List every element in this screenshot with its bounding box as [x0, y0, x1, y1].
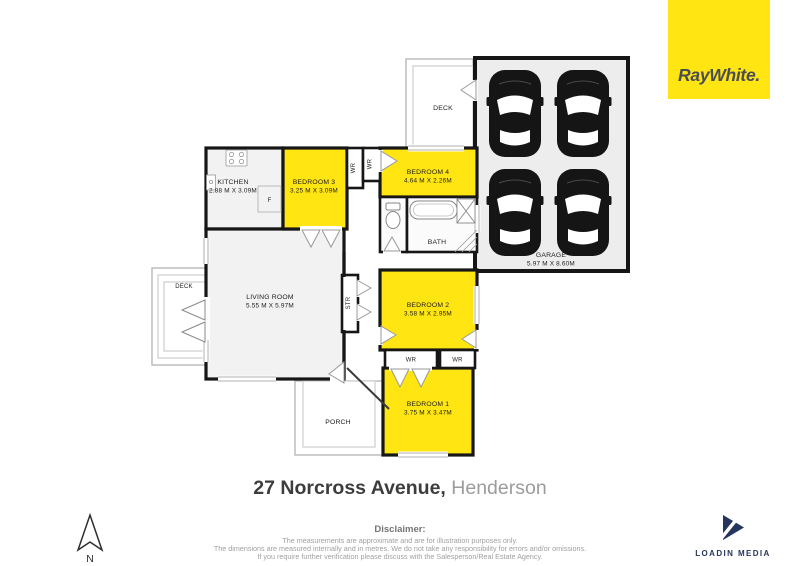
- room-living: [204, 227, 346, 381]
- raywhite-logo-text: RayWhite.: [678, 65, 760, 85]
- bedroom1-label: BEDROOM 1: [407, 401, 450, 408]
- garage-dims: 5.97 M X 8.60M: [527, 261, 575, 268]
- fixtures: [206, 149, 478, 253]
- kitchen-label: KITCHEN: [217, 179, 248, 186]
- bath-label: BATH: [428, 239, 446, 246]
- disclaimer-line: The dimensions are measured internally a…: [213, 544, 587, 554]
- loadin-media-label: LOADIN MEDIA: [695, 549, 770, 558]
- loadin-media-icon: [717, 513, 744, 543]
- sink-icon: [206, 174, 216, 191]
- str-label: STR: [346, 296, 352, 309]
- porch-label: PORCH: [325, 419, 351, 426]
- bedroom1-dims: 3.75 M X 3.47M: [404, 410, 452, 417]
- living-label: LIVING ROOM: [246, 294, 294, 301]
- living-dims: 5.55 M X 5.97M: [246, 303, 294, 310]
- bedroom3-label: BEDROOM 3: [293, 179, 336, 186]
- stove-icon: [225, 149, 248, 167]
- garage-label: GARAGE: [536, 252, 567, 259]
- wr2-label: WR: [368, 158, 374, 169]
- bedroom2-dims: 3.58 M X 2.95M: [404, 311, 452, 318]
- windows: [202, 144, 481, 459]
- address-suburb: Henderson: [451, 477, 547, 499]
- address-street: 27 Norcross Avenue,: [253, 477, 446, 499]
- fridge-label: F: [268, 198, 272, 204]
- front-door-leaf: [346, 367, 390, 410]
- deck-left-label: DECK: [175, 284, 192, 290]
- deck-top-label: DECK: [433, 105, 453, 112]
- north-label: N: [86, 553, 94, 565]
- bedroom2-label: BEDROOM 2: [407, 302, 450, 309]
- vanity-icon: [456, 198, 476, 224]
- closet-str: [340, 273, 360, 334]
- bathtub-icon: [409, 200, 458, 220]
- wr4-label: WR: [452, 358, 463, 364]
- north-compass: N: [76, 512, 104, 565]
- bedroom3-dims: 3.25 M X 3.09M: [290, 188, 338, 195]
- kitchen-dims: 2.88 M X 3.09M: [209, 188, 257, 195]
- raywhite-logo: RayWhite.: [668, 0, 770, 99]
- shower-icon: [454, 229, 478, 253]
- disclaimer-title: Disclaimer:: [374, 524, 426, 535]
- loadin-media-logo: LOADIN MEDIA: [695, 513, 770, 558]
- room-labels: KITCHEN 2.88 M X 3.09M BEDROOM 3 3.25 M …: [175, 105, 575, 426]
- disclaimer-line: If you require further verification plea…: [257, 552, 543, 562]
- wr1-label: WR: [351, 162, 357, 173]
- door-wedges: [180, 79, 477, 389]
- toilet-icon: [385, 202, 401, 229]
- bedroom4-dims: 4.64 M X 2.26M: [404, 178, 452, 185]
- bedroom4-label: BEDROOM 4: [407, 169, 450, 176]
- wr3-label: WR: [406, 358, 417, 364]
- floorplan-canvas: KITCHEN 2.88 M X 3.09M BEDROOM 3 3.25 M …: [151, 56, 630, 459]
- north-arrow-icon: [76, 512, 104, 552]
- fridge-box: [257, 185, 282, 213]
- disclaimer-block: Disclaimer: The measurements are approxi…: [0, 524, 800, 562]
- property-address: 27 Norcross Avenue, Henderson: [0, 477, 800, 500]
- disclaimer-line: The measurements are approximate and are…: [282, 536, 518, 545]
